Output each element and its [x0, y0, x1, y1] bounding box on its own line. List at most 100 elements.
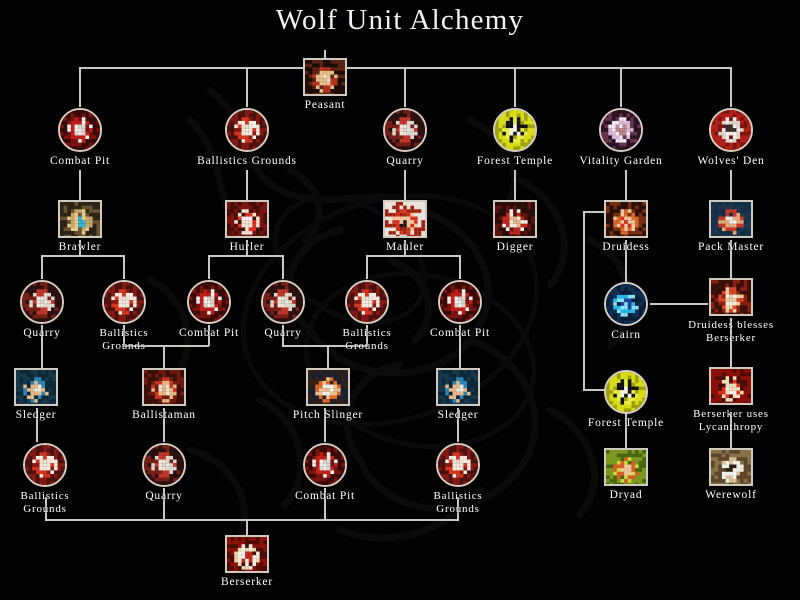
edge-tier1-drop-quarry	[404, 67, 406, 107]
wolves-den-icon	[709, 108, 753, 152]
quarry-1-icon	[383, 108, 427, 152]
dryad-label: Dryad	[609, 489, 643, 501]
node-quarry-4[interactable]: Quarry	[104, 443, 224, 503]
node-pitch-slinger[interactable]: Pitch Slinger	[268, 368, 388, 422]
node-cairn[interactable]: Cairn	[566, 282, 686, 342]
combat-pit-2-label: Combat Pit	[178, 327, 240, 339]
node-ballistaman[interactable]: Ballistaman	[104, 368, 224, 422]
ballistaman-icon	[142, 368, 186, 406]
node-ballistics-grounds-1[interactable]: Ballistics Grounds	[187, 108, 307, 168]
combat-pit-4-label: Combat Pit	[294, 490, 356, 502]
ballistaman-label: Ballistaman	[132, 409, 196, 421]
node-quarry-3[interactable]: Quarry	[223, 280, 343, 340]
druidess-icon	[604, 200, 648, 238]
edge-brawler-bus	[41, 255, 125, 257]
node-mauler[interactable]: Mauler	[345, 200, 465, 254]
node-pack-master[interactable]: Pack Master	[671, 200, 791, 254]
node-forest-temple-1[interactable]: Forest Temple	[455, 108, 575, 168]
node-hurler[interactable]: Hurler	[187, 200, 307, 254]
hurler-icon	[225, 200, 269, 238]
forest-temple-1-label: Forest Temple	[476, 155, 554, 167]
node-peasant[interactable]: Peasant	[265, 58, 385, 112]
pitch-slinger-label: Pitch Slinger	[292, 409, 364, 421]
brawler-label: Brawler	[58, 241, 102, 253]
edge-berserker-bus	[45, 519, 459, 521]
node-combat-pit-3[interactable]: Combat Pit	[400, 280, 520, 340]
pitch-slinger-icon	[306, 368, 350, 406]
edge-hurler-left	[208, 255, 210, 279]
vitality-garden-icon	[599, 108, 643, 152]
werewolf-icon	[709, 448, 753, 486]
edge-vitalitygarden-druidess	[625, 170, 627, 200]
combat-pit-3-label: Combat Pit	[429, 327, 491, 339]
peasant-label: Peasant	[304, 99, 346, 111]
node-forest-temple-2[interactable]: Forest Temple	[566, 370, 686, 430]
edge-combatpit-brawler	[79, 170, 81, 200]
node-combat-pit-1[interactable]: Combat Pit	[20, 108, 140, 168]
sledger-1-label: Sledger	[15, 409, 57, 421]
ballistics-grounds-1-label: Ballistics Grounds	[197, 155, 297, 167]
edge-ballistics-hurler	[246, 170, 248, 200]
quarry-2-label: Quarry	[23, 327, 61, 339]
digger-icon	[493, 200, 537, 238]
pack-master-icon	[709, 200, 753, 238]
sledger-1-icon	[14, 368, 58, 406]
edge-tier1-drop-ballistics	[246, 67, 248, 107]
node-berserker[interactable]: Berserker	[187, 535, 307, 589]
berserker-icon	[225, 535, 269, 573]
edge-mauler-left	[366, 255, 368, 279]
combat-pit-3-icon	[438, 280, 482, 324]
sledger-2-label: Sledger	[437, 409, 479, 421]
combat-pit-4-icon	[303, 443, 347, 487]
node-werewolf[interactable]: Werewolf	[671, 448, 791, 502]
node-sledger-2[interactable]: Sledger	[398, 368, 518, 422]
node-brawler[interactable]: Brawler	[20, 200, 140, 254]
edge-wolvesden-packmaster	[730, 170, 732, 200]
node-quarry-2[interactable]: Quarry	[0, 280, 102, 340]
edge-tier1-drop-combat-pit	[79, 67, 81, 107]
node-combat-pit-2[interactable]: Combat Pit	[149, 280, 269, 340]
quarry-3-label: Quarry	[264, 327, 302, 339]
node-druidess[interactable]: Druidess	[566, 200, 686, 254]
edge-brawler-right	[123, 255, 125, 279]
edge-mauler-right	[459, 255, 461, 279]
peasant-icon	[303, 58, 347, 96]
sledger-2-icon	[436, 368, 480, 406]
quarry-3-icon	[261, 280, 305, 324]
edge-brawler-left	[41, 255, 43, 279]
node-wolves-den[interactable]: Wolves' Den	[671, 108, 791, 168]
edge-hurler-bus	[208, 255, 284, 257]
node-combat-pit-4[interactable]: Combat Pit	[265, 443, 385, 503]
node-sledger-1[interactable]: Sledger	[0, 368, 96, 422]
combat-pit-1-icon	[58, 108, 102, 152]
combat-pit-1-label: Combat Pit	[49, 155, 111, 167]
quarry-2-icon	[20, 280, 64, 324]
ballistics-grounds-3-icon	[345, 280, 389, 324]
berserker-uses-icon	[709, 367, 753, 405]
edge-hurler-right	[282, 255, 284, 279]
edge-quarry-mauler	[404, 170, 406, 200]
ballistics-grounds-2-icon	[102, 280, 146, 324]
node-quarry-1[interactable]: Quarry	[345, 108, 465, 168]
combat-pit-2-icon	[187, 280, 231, 324]
node-digger[interactable]: Digger	[455, 200, 575, 254]
node-dryad[interactable]: Dryad	[566, 448, 686, 502]
druidess-label: Druidess	[602, 241, 650, 253]
hurler-label: Hurler	[229, 241, 265, 253]
druidess-blesses-icon	[709, 278, 753, 316]
digger-label: Digger	[496, 241, 534, 253]
node-vitality-garden[interactable]: Vitality Garden	[561, 108, 681, 168]
edge-tier1-drop-forest-temple	[514, 67, 516, 107]
forest-temple-1-icon	[493, 108, 537, 152]
edge-mauler-bus	[366, 255, 460, 257]
